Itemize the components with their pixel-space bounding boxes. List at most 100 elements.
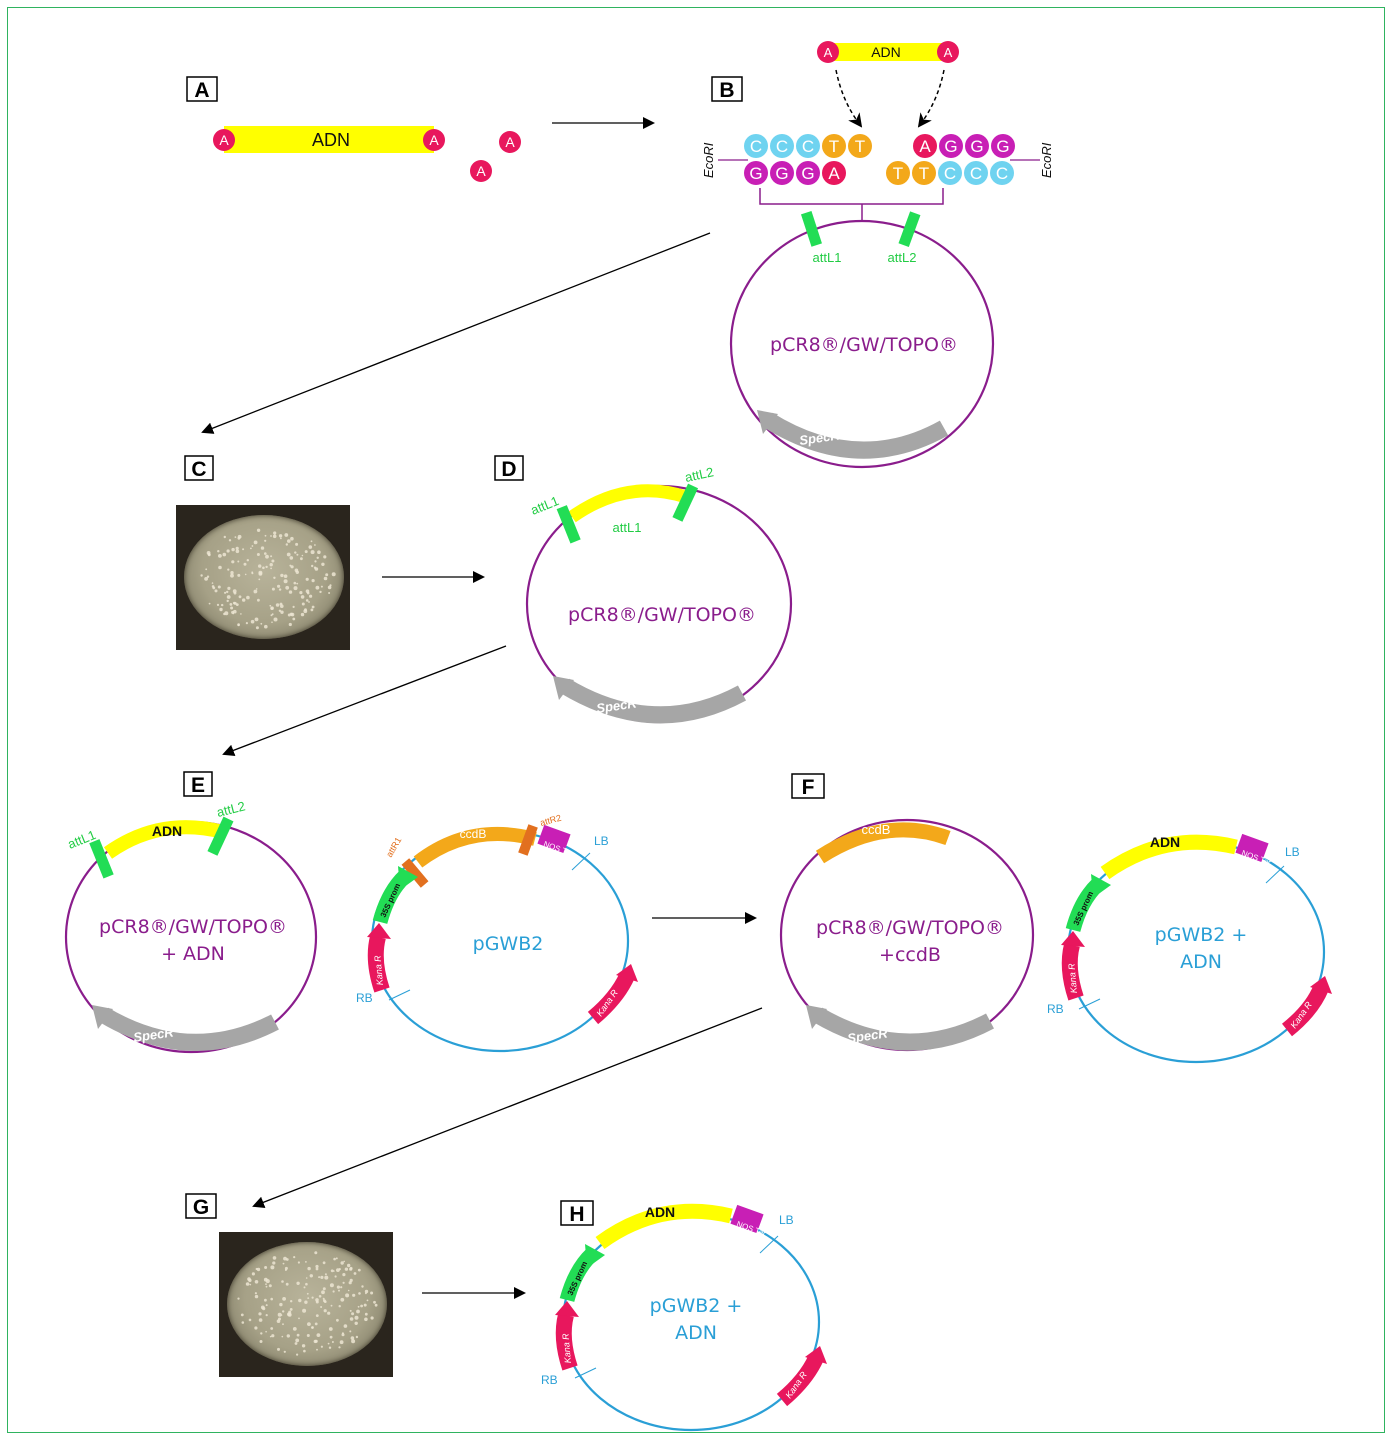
panel-label-b: B: [711, 76, 743, 102]
kana-r-left-h: Kana R: [555, 1301, 579, 1371]
ccdb-cassette-f: [815, 822, 951, 864]
specr-marker-e: SpecR: [92, 1005, 279, 1051]
arrow-d-to-e: [222, 645, 507, 757]
svg-text:B: B: [719, 79, 734, 102]
process-arrows: [201, 117, 763, 1299]
plasmid-name-d: pCR8®/GW/TOPO®: [568, 604, 756, 626]
panel-d: attL1 attL2 attL1 pCR8®/GW/TOPO® SpecR: [525, 464, 793, 724]
attl1-site-b: [800, 210, 822, 247]
colonies-c: [200, 528, 336, 630]
plasmid-name-b: pCR8®/GW/TOPO®: [770, 334, 958, 356]
svg-text:C: C: [750, 137, 762, 156]
insertion-arrow-left: [835, 69, 863, 128]
svg-text:G: G: [749, 164, 762, 183]
insert-label: ADN: [312, 130, 350, 150]
e-insert-arc: [103, 820, 225, 859]
svg-text:Kana R: Kana R: [560, 1332, 573, 1363]
ecori-left-label: EcoRI: [701, 142, 716, 178]
attl1-outer-label-d: attL1: [529, 493, 561, 518]
base-G-circle: G: [965, 134, 989, 158]
kana-r-right-h: Kana R: [776, 1346, 827, 1407]
kana-r-left-f: Kana R: [1061, 931, 1085, 1001]
svg-text:SpecR: SpecR: [798, 427, 841, 448]
svg-text:LB: LB: [594, 834, 609, 848]
base-C-circle: C: [964, 161, 988, 185]
svg-text:C: C: [996, 164, 1008, 183]
base-G-circle: G: [939, 134, 963, 158]
svg-text:ADN: ADN: [1180, 951, 1222, 973]
svg-text:A: A: [828, 164, 840, 183]
panel-e-right: ccdB attR1 attR2 NOS Ter LB RB 35S prom …: [356, 813, 638, 1053]
promoter-35s-e: 35S prom: [372, 866, 418, 925]
svg-text:+ ADN: + ADN: [161, 943, 225, 965]
panel-label-h: H: [560, 1200, 594, 1226]
base-A-circle: A: [822, 161, 846, 185]
svg-text:+ccdB: +ccdB: [879, 944, 941, 966]
svg-text:T: T: [919, 164, 929, 183]
b-adenine-left: A: [817, 41, 839, 63]
free-adenine-2: A: [470, 160, 492, 182]
svg-text:ADN: ADN: [1150, 834, 1180, 850]
pcr8-plasmid-circle-b: [729, 219, 995, 469]
attl1-site-d: [556, 505, 581, 544]
svg-text:A: A: [505, 134, 515, 150]
base-G-circle: G: [744, 161, 768, 185]
specr-marker-f: SpecR: [806, 1005, 994, 1051]
svg-text:ADN: ADN: [645, 1204, 675, 1220]
base-C-circle: C: [796, 134, 820, 158]
base-C-circle: C: [744, 134, 768, 158]
petri-dish-photo-c: [176, 505, 350, 650]
panel-h: ADN NOS Ter LB RB 35S prom Kana R Kana R: [541, 1203, 827, 1432]
panel-label-e: E: [183, 771, 213, 797]
attl2-label-b: attL2: [888, 250, 917, 265]
svg-text:A: A: [219, 132, 229, 148]
f-insert-arc: [1100, 834, 1238, 880]
svg-text:A: A: [476, 163, 486, 179]
nos-ter-f: [1235, 833, 1269, 863]
attl2-outer-label-d: attL2: [684, 464, 715, 485]
base-G-circle: G: [796, 161, 820, 185]
dna-insert-bar: [224, 126, 434, 153]
svg-text:RB: RB: [1047, 1002, 1064, 1016]
svg-text:pGWB2 +: pGWB2 +: [1155, 924, 1248, 946]
svg-text:SpecR: SpecR: [846, 1025, 889, 1046]
panel-e-left: ADN attL1 attL2 pCR8®/GW/TOPO® + ADN Spe…: [64, 798, 318, 1054]
base-T-circle: T: [822, 134, 846, 158]
svg-text:G: G: [944, 137, 957, 156]
svg-text:ccdB: ccdB: [460, 827, 487, 841]
svg-text:attR1: attR1: [384, 835, 403, 859]
promoter-35s-h: 35S prom: [559, 1244, 605, 1303]
base-T-circle: T: [912, 161, 936, 185]
attr2-site: [518, 824, 538, 856]
kana-r-right-f: Kana R: [1281, 976, 1332, 1037]
h-insert-arc: [595, 1203, 733, 1250]
b-insert-bar: [829, 43, 947, 61]
panel-a: ADN A A A A: [213, 126, 521, 182]
svg-text:pGWB2 +: pGWB2 +: [650, 1295, 743, 1317]
attl2-site-d: [672, 483, 699, 522]
base-C-circle: C: [770, 134, 794, 158]
svg-text:LB: LB: [779, 1213, 794, 1227]
b-adenine-right: A: [937, 41, 959, 63]
svg-text:pCR8®/GW/TOPO®: pCR8®/GW/TOPO®: [99, 916, 287, 938]
svg-text:ccdB: ccdB: [862, 822, 891, 837]
attl2-site-b: [898, 211, 921, 248]
svg-text:Kana R: Kana R: [372, 954, 385, 985]
svg-text:LB: LB: [1285, 845, 1300, 859]
svg-text:D: D: [501, 458, 516, 481]
attl1-inner-label-d: attL1: [613, 520, 642, 535]
svg-text:T: T: [855, 137, 865, 156]
arrow-f-to-g: [252, 1007, 763, 1208]
d-insert-arc: [568, 484, 688, 523]
petri-dish-photo-g: [219, 1232, 393, 1377]
adenine-overhang-left: A: [213, 129, 235, 151]
attl2-site-e: [207, 816, 234, 856]
base-C-circle: C: [938, 161, 962, 185]
panel-label-g: G: [185, 1193, 217, 1219]
svg-text:G: G: [970, 137, 983, 156]
base-A-circle: A: [913, 134, 937, 158]
svg-text:C: C: [802, 137, 814, 156]
